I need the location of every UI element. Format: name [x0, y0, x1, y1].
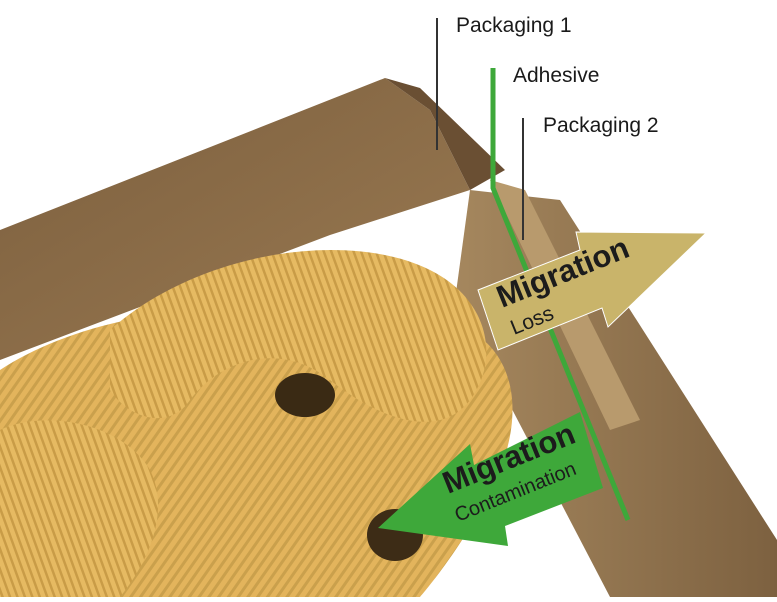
contamination-arrow-shape — [378, 412, 603, 546]
adhesive-line — [490, 68, 631, 521]
box-top-flap — [0, 78, 470, 360]
box-flap-edge — [385, 78, 505, 190]
pasta-hole — [275, 373, 335, 417]
migration-contamination-arrow: Migration Contamination — [378, 412, 603, 546]
pasta-shell-left — [0, 420, 159, 597]
loss-arrow-shape — [477, 231, 708, 351]
pasta-shell-top — [110, 250, 487, 422]
adhesive-label: Adhesive — [513, 64, 600, 87]
packaging-2-label: Packaging 2 — [543, 114, 659, 137]
packaging-1-label: Packaging 1 — [456, 14, 572, 37]
